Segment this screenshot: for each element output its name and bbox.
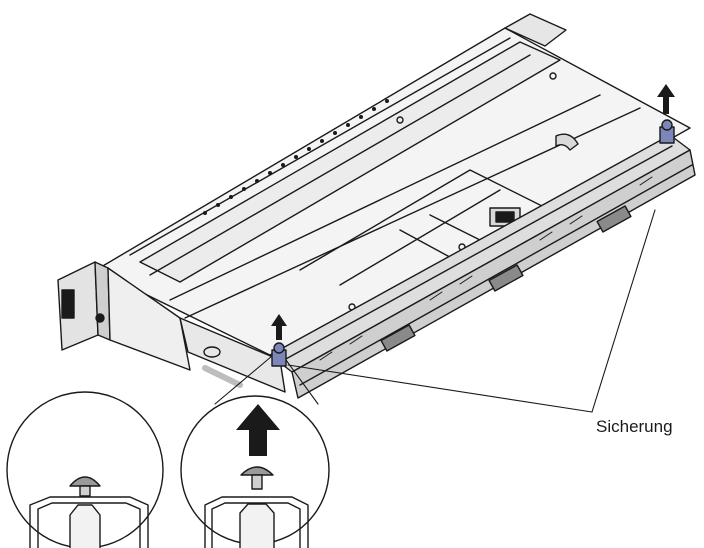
up-arrow-icon <box>236 404 280 456</box>
up-arrow-icon <box>657 84 675 114</box>
detail-circle-closed <box>6 391 164 548</box>
retention-latch-right <box>659 119 675 144</box>
chassis-top-cover <box>95 13 691 361</box>
callout-label-sicherung: Sicherung <box>596 417 673 436</box>
retention-latch-left <box>271 342 287 367</box>
release-latch-icon <box>29 476 149 548</box>
backplane-connectors <box>380 205 632 352</box>
callout-leader-lines <box>214 209 656 413</box>
vent-slots <box>203 99 389 215</box>
hard-disk-backplane <box>269 134 696 399</box>
detail-circle-lifted <box>180 395 330 548</box>
up-arrow-icon <box>271 314 287 340</box>
chassis-side-rail <box>179 317 286 393</box>
front-left-ear <box>57 261 191 371</box>
release-latch-icon <box>204 466 309 548</box>
